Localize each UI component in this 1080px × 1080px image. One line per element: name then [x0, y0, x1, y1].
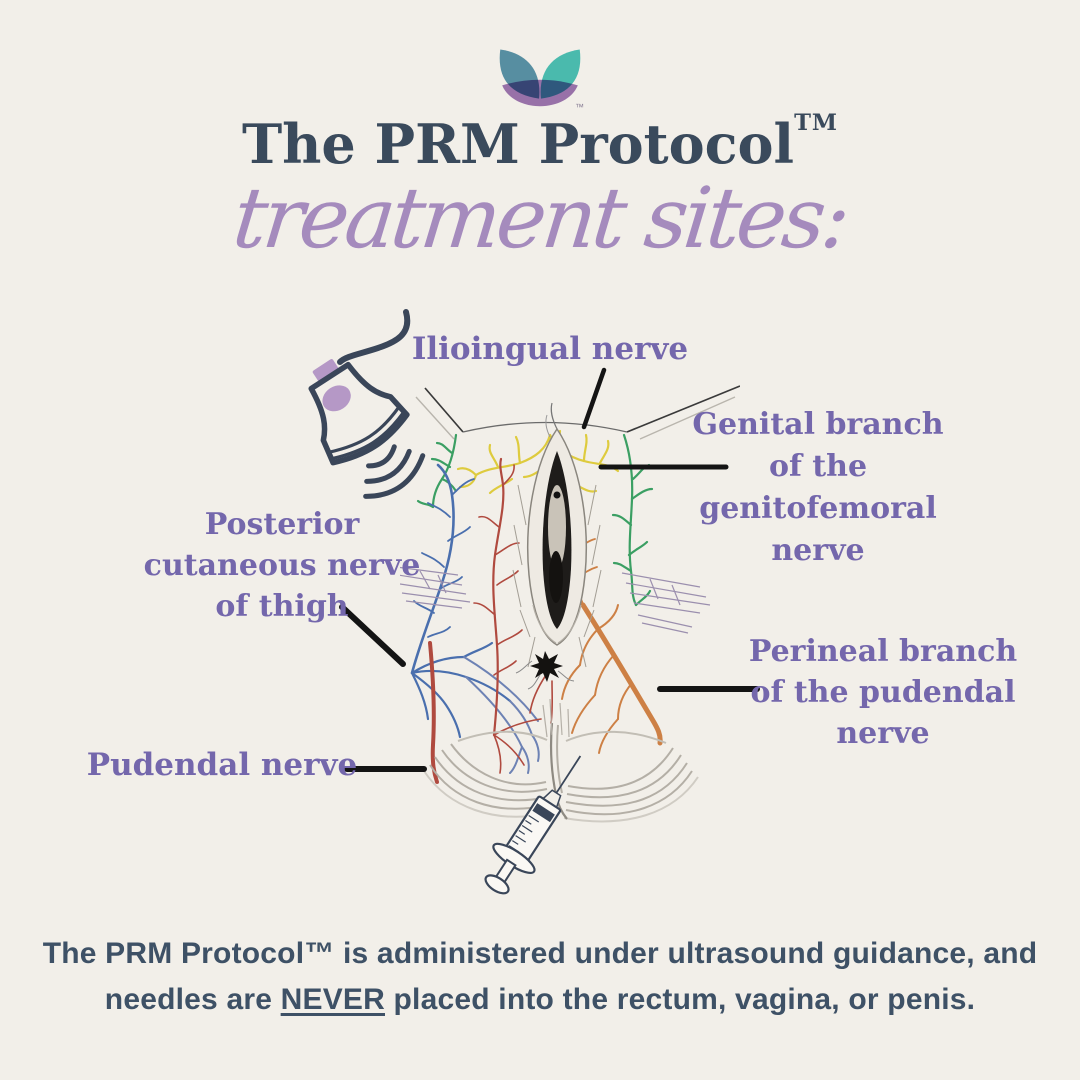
- buttocks-sketch: [423, 698, 699, 823]
- sound-waves-icon: [363, 444, 426, 499]
- page-title: The PRM ProtocolTM: [0, 111, 1080, 173]
- footer-disclaimer: The PRM Protocol™ is administered under …: [0, 931, 1080, 1023]
- label-pudendal-nerve: Pudendal nerve: [86, 747, 358, 783]
- plunger-cap: [484, 874, 510, 895]
- genitofemoral-nerve-branches: [416, 433, 654, 607]
- title-trademark: TM: [794, 109, 839, 136]
- footer-line-2-after: placed into the rectum, vagina, or penis…: [385, 983, 976, 1016]
- anus-star: [515, 651, 575, 690]
- probe-connector: [312, 359, 340, 384]
- body-outline: [415, 385, 740, 440]
- footer-never-emphasis: NEVER: [280, 983, 385, 1016]
- posterior-cutaneous-nerve-branches: [410, 463, 540, 774]
- butterfly-petals-logo-icon: [499, 49, 581, 107]
- label-genital-branch: Genital branch of the genitofemoral nerv…: [692, 407, 944, 568]
- page-title-text: The PRM Protocol: [241, 112, 795, 176]
- brand-logo: [492, 40, 588, 110]
- hatch-marks: [400, 566, 711, 634]
- label-posterior-cutaneous-nerve: Posterior cutaneous nerve of thigh: [143, 507, 421, 624]
- plunger-seal: [532, 803, 555, 823]
- probe-lens: [322, 385, 351, 412]
- vulva-sketch: [512, 402, 602, 668]
- footer-line-1: The PRM Protocol™ is administered under …: [42, 937, 1038, 970]
- footer-line-2: needles are NEVER placed into the rectum…: [0, 977, 1080, 1023]
- needle: [555, 755, 582, 794]
- probe-cable: [337, 309, 411, 365]
- perineal-nerve-branches: [549, 483, 663, 754]
- syringe-icon: [484, 755, 582, 895]
- logo-trademark: ™: [575, 102, 584, 112]
- ultrasound-probe-icon: [308, 309, 426, 499]
- perineal-nerve-anatomy-illustration: [400, 385, 740, 823]
- label-perineal-branch: Perineal branch of the pudendal nerve: [748, 634, 1018, 751]
- label-ilioingual-nerve: Ilioingual nerve: [411, 331, 689, 367]
- page-subtitle: treatment sites:: [228, 169, 852, 267]
- footer-line-2-before: needles are: [104, 983, 281, 1016]
- probe-body-group: [308, 359, 426, 499]
